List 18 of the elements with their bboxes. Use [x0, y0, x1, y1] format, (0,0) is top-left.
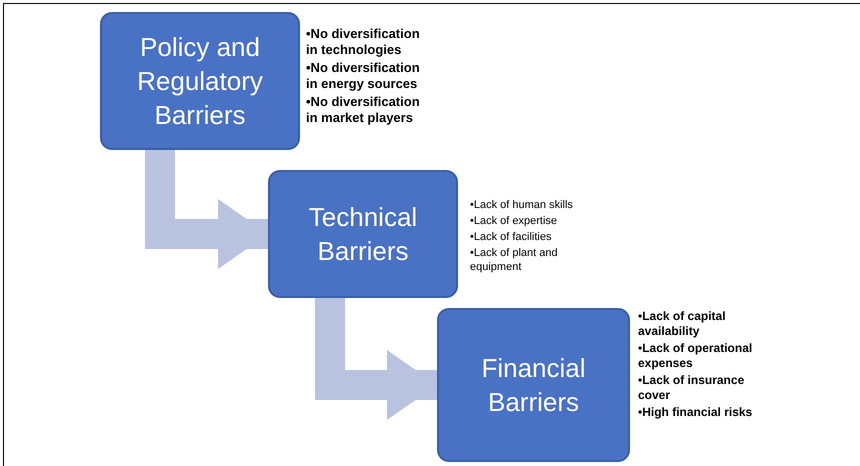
bullet-item: •Lack of capital availability: [638, 309, 727, 339]
barrier-box: [268, 170, 458, 298]
bullet-item: •Lack of operational expenses: [638, 341, 754, 371]
bullet-item: •No diversification in technologies: [306, 26, 421, 58]
bullet-item: •Lack of insurance cover: [638, 373, 746, 403]
bullet-item: •Lack of facilities: [470, 230, 552, 244]
bullet-item: •No diversification in market players: [306, 94, 421, 126]
bullet-item: •Lack of plant and equipment: [470, 246, 559, 274]
box-title: Technical Barriers: [308, 201, 418, 268]
bullet-item: •Lack of human skills: [470, 198, 574, 212]
box-title: Financial Barriers: [480, 352, 587, 419]
barrier-box: [100, 12, 300, 150]
barrier-box: [437, 308, 630, 462]
bullet-item: •No diversification in energy sources: [306, 60, 421, 92]
bullet-item: •Lack of expertise: [470, 214, 558, 228]
bullet-item: •High financial risks: [638, 405, 754, 420]
bent-arrow: [145, 150, 268, 269]
box-title: Policy and Regulatory Barriers: [136, 31, 264, 132]
